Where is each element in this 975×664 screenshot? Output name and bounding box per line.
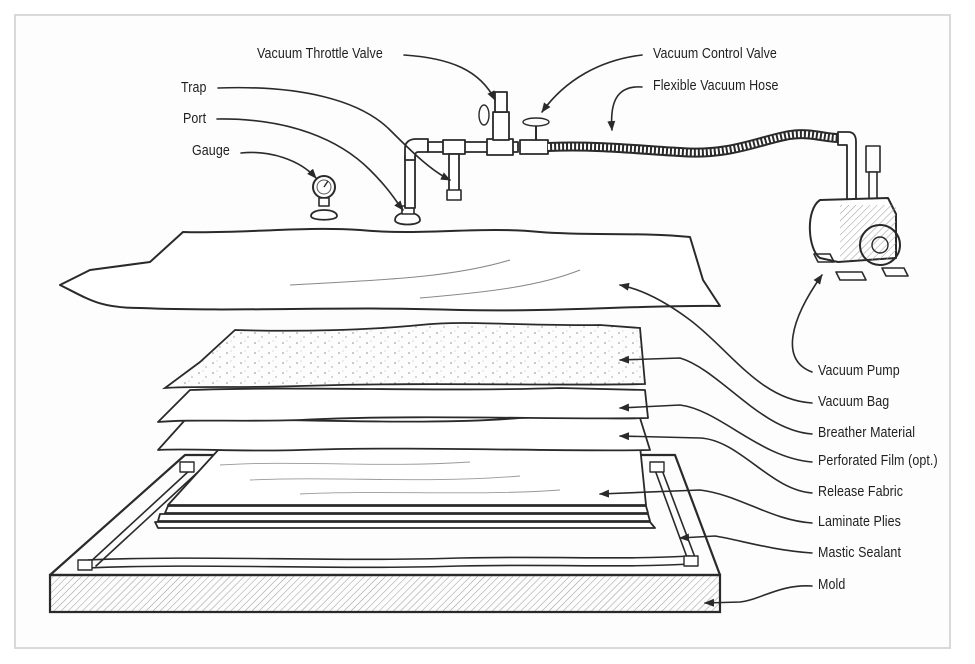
perforated-film [157,416,651,452]
laminate-plies [154,505,656,529]
release-fabric [167,445,647,506]
leader-vacuum-pump [791,274,823,373]
leader-perforated-film [619,403,813,463]
vacuum-pump [808,131,909,281]
leader-port [216,118,404,211]
mastic-sealant [77,461,699,571]
flexible-vacuum-hose [547,129,839,158]
leader-lines [216,54,823,607]
vacuum-throttle-valve [478,91,510,141]
breather-material [157,387,649,423]
vacuum-bag [59,227,721,312]
label-gauge: Gauge [192,143,230,159]
mold [48,453,722,614]
leader-trap [217,86,451,181]
label-mold: Mold [818,577,846,593]
leader-vacuum-bag [619,282,813,404]
vacuum-control-valve [522,117,550,140]
label-mastic-sealant: Mastic Sealant [818,545,901,561]
label-release-fabric: Release Fabric [818,484,904,500]
leader-mold [704,585,813,607]
label-flexible-vacuum-hose: Flexible Vacuum Hose [653,78,779,94]
label-vacuum-bag: Vacuum Bag [818,394,890,410]
label-breather-material: Breather Material [818,425,916,441]
leader-breather-material [619,355,813,435]
leader-vacuum-throttle-valve [403,54,496,101]
leader-flexible-vacuum-hose [607,86,643,131]
breather-layer-top [161,322,646,390]
label-vacuum-pump: Vacuum Pump [818,363,900,379]
label-vacuum-throttle-valve: Vacuum Throttle Valve [257,46,383,62]
pipe-assembly [404,138,549,209]
label-perforated-film: Perforated Film (opt.) [818,453,938,469]
leader-gauge [240,151,317,179]
leader-mastic-sealant [679,533,813,554]
label-laminate-plies: Laminate Plies [818,514,902,530]
leader-vacuum-control-valve [541,54,643,113]
label-trap: Trap [181,80,207,96]
leader-release-fabric [619,432,813,494]
gauge [310,175,338,221]
label-vacuum-control-valve: Vacuum Control Valve [653,46,777,62]
leader-laminate-plies [599,489,813,524]
label-port: Port [183,111,207,127]
